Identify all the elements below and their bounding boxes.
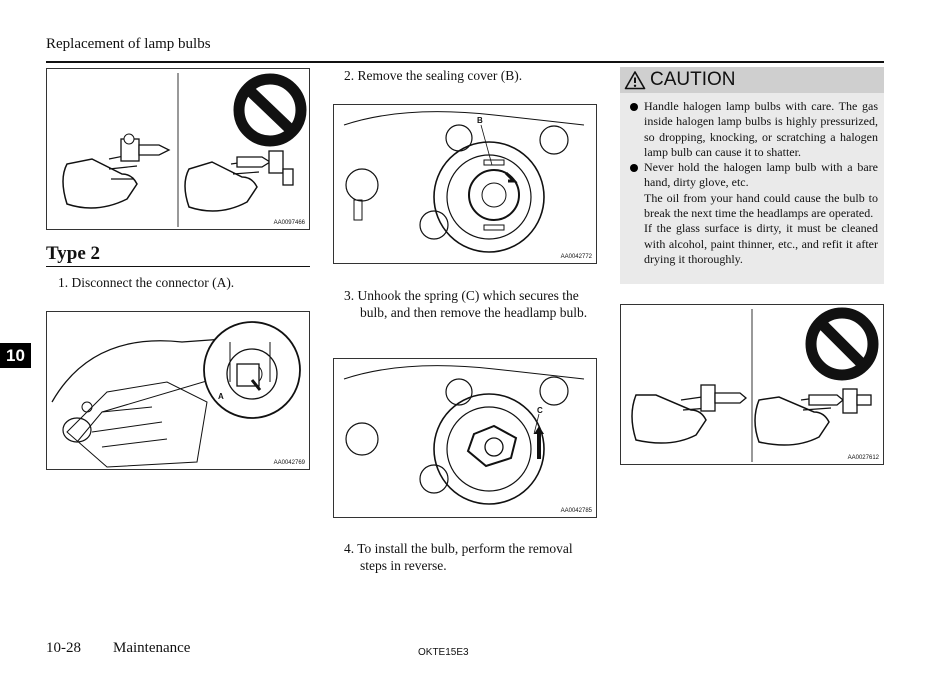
figure-code: AA0027612 xyxy=(847,455,879,461)
step-3-line-2: bulb, and then remove the headlamp bulb. xyxy=(360,305,588,320)
figure-code: AA0042785 xyxy=(560,508,592,514)
bullet-icon xyxy=(630,103,638,111)
caution-item: Never hold the halogen lamp bulb with a … xyxy=(630,160,878,267)
footer-section: Maintenance xyxy=(113,640,191,656)
page-number: 10-28 xyxy=(46,640,81,656)
callout-label-a: A xyxy=(218,392,224,401)
caution-item-text: The oil from your hand could cause the b… xyxy=(644,190,878,221)
section-heading-type2: Type 2 xyxy=(46,243,101,264)
step-4-text: 4. To install the bulb, perform the remo… xyxy=(344,540,597,574)
bullet-icon xyxy=(630,164,638,173)
spring-illustration xyxy=(343,365,585,505)
step-2-text: 2. Remove the sealing cover (B). xyxy=(344,68,523,83)
figure-code: AA0097466 xyxy=(273,220,305,226)
caution-title: CAUTION xyxy=(650,69,736,90)
connector-figure: A AA0042769 xyxy=(46,311,310,470)
connector-illustration xyxy=(51,321,301,468)
document-code: OKTE15E3 xyxy=(418,647,469,658)
caution-header: CAUTION xyxy=(620,67,884,93)
warning-triangle-icon xyxy=(624,71,646,90)
figure-code: AA0042769 xyxy=(273,460,305,466)
caution-list: Handle halogen lamp bulbs with care. The… xyxy=(630,99,878,267)
running-header: Replacement of lamp bulbs xyxy=(46,36,211,52)
prohibited-icon xyxy=(805,307,879,381)
caution-item-text: Handle halogen lamp bulbs with care. The… xyxy=(644,99,878,159)
sealing-cover-figure: B AA0042772 xyxy=(333,104,597,264)
header-rule xyxy=(46,61,884,63)
figure-code: AA0042772 xyxy=(560,254,592,260)
caution-box: CAUTION Handle halogen lamp bulbs with c… xyxy=(620,67,884,284)
sealing-cover-illustration xyxy=(343,111,585,253)
section-heading-rule xyxy=(46,266,310,267)
step-3-line-1: 3. Unhook the spring (C) which secures t… xyxy=(344,288,579,303)
step-4-line-1: 4. To install the bulb, perform the remo… xyxy=(344,541,573,556)
bulb-handling-illustration xyxy=(62,73,307,227)
spring-figure: C AA0042785 xyxy=(333,358,597,518)
step-1-text: 1. Disconnect the connector (A). xyxy=(58,275,235,290)
caution-item: Handle halogen lamp bulbs with care. The… xyxy=(630,99,878,160)
chapter-tab: 10 xyxy=(0,343,31,368)
bulb-handling-figure-2: AA0027612 xyxy=(620,304,884,465)
callout-label-b: B xyxy=(477,116,483,125)
step-4-line-2: steps in reverse. xyxy=(360,558,447,573)
step-3-text: 3. Unhook the spring (C) which secures t… xyxy=(344,287,597,321)
bulb-handling-figure: AA0097466 xyxy=(46,68,310,230)
caution-item-text: If the glass surface is dirty, it must b… xyxy=(644,221,878,266)
caution-item-text: Never hold the halogen lamp bulb with a … xyxy=(644,160,878,190)
bulb-handling-illustration-2 xyxy=(631,307,879,462)
prohibited-icon xyxy=(233,73,307,147)
callout-label-c: C xyxy=(537,406,543,415)
